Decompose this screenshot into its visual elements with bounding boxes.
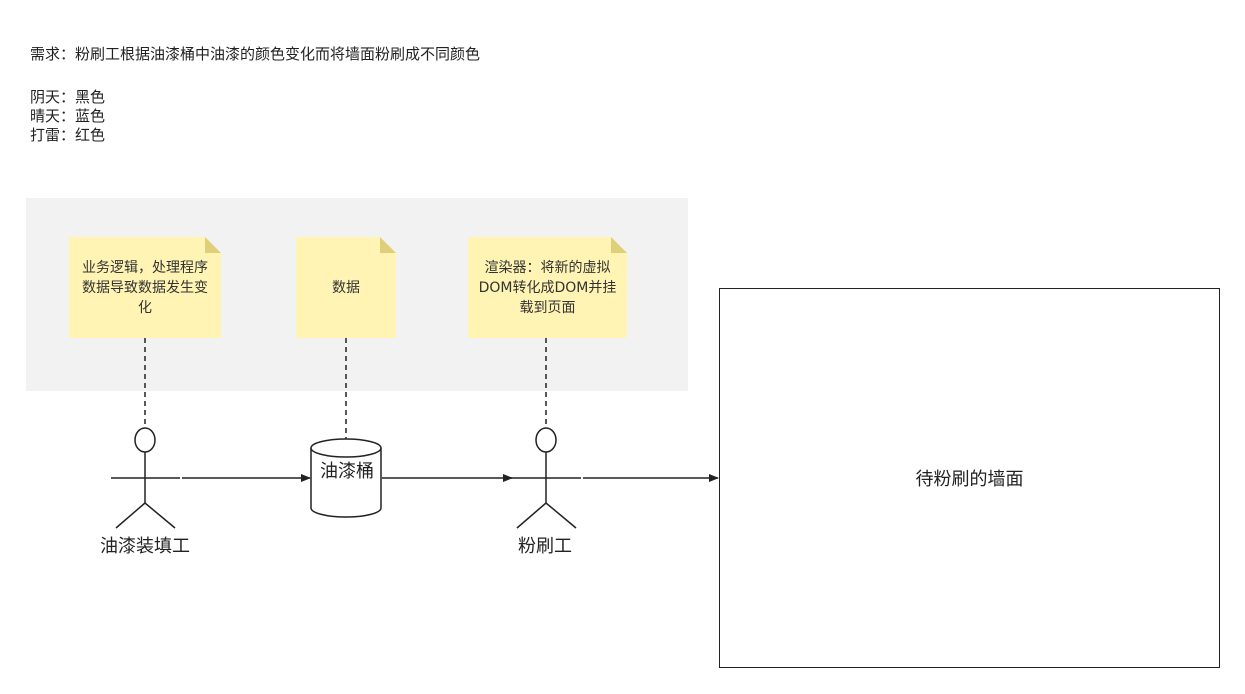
note-data[interactable]: 数据	[296, 237, 396, 338]
note-renderer[interactable]: 渲染器：将新的虚拟DOM转化成DOM并挂载到页面	[468, 237, 627, 338]
wall-box[interactable]: 待粉刷的墙面	[719, 288, 1220, 668]
requirement-text: 需求：粉刷工根据油漆桶中油漆的颜色变化而将墙面粉刷成不同颜色	[30, 45, 481, 63]
bucket-cylinder-icon[interactable]	[310, 438, 382, 518]
actor-painter-icon[interactable]	[511, 427, 581, 529]
weather-rule-sunny: 晴天：蓝色	[30, 107, 106, 125]
bucket-label: 油漆桶	[320, 461, 374, 482]
weather-rule-cloudy: 阴天：黑色	[30, 88, 106, 106]
note-business-logic[interactable]: 业务逻辑，处理程序数据导致数据发生变化	[69, 237, 221, 338]
filler-label: 油漆装填工	[100, 536, 190, 557]
weather-rule-thunder: 打雷：红色	[30, 126, 106, 144]
painter-label: 粉刷工	[518, 536, 572, 557]
wall-label: 待粉刷的墙面	[915, 469, 1024, 490]
actor-filler-icon[interactable]	[111, 427, 180, 529]
weather-rules: 阴天：黑色 晴天：蓝色 打雷：红色	[30, 88, 105, 145]
